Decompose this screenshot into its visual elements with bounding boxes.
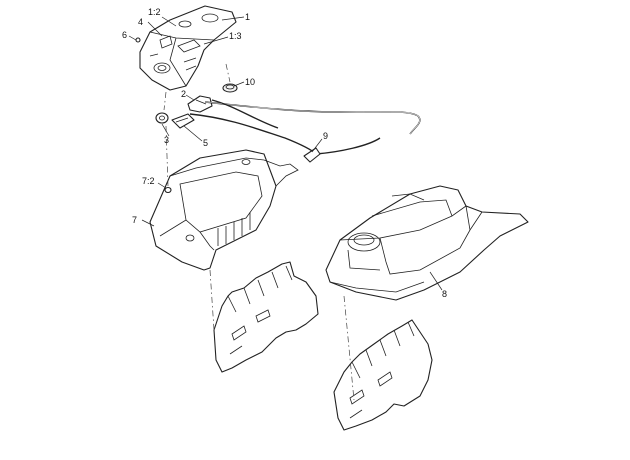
- insulation-panel-left: [213, 261, 319, 373]
- part-6-screw: [135, 37, 141, 43]
- part-1-control-console: [139, 5, 237, 91]
- callout-5: 5: [203, 138, 208, 148]
- part-9-cable-tie: [303, 147, 321, 163]
- callout-7-2: 7:2: [142, 176, 155, 186]
- callout-2: 2: [181, 89, 186, 99]
- callout-10: 10: [245, 77, 255, 87]
- insulation-panel-right: [333, 319, 433, 431]
- callout-9: 9: [323, 131, 328, 141]
- callout-7: 7: [132, 215, 137, 225]
- part-8-fender-cover: [325, 185, 529, 301]
- callout-labels: 1 1:2 1:3 2 3 4 5 6 7 7:2 8 9 10: [122, 7, 447, 299]
- part-7-lower-tray: [149, 149, 299, 271]
- callout-1: 1: [245, 12, 250, 22]
- part-10-grommet: [222, 83, 238, 93]
- callout-6: 6: [122, 30, 127, 40]
- callout-8: 8: [442, 289, 447, 299]
- part-7-2-fastener: [164, 186, 172, 194]
- part-3-switch: [155, 112, 169, 124]
- wire-harness: [189, 99, 421, 155]
- callout-3: 3: [164, 135, 169, 145]
- callout-1-3: 1:3: [229, 31, 242, 41]
- part-5-connector: [171, 113, 195, 129]
- leader-lines: [128, 16, 443, 291]
- assembly-lines: [163, 63, 355, 401]
- callout-4: 4: [138, 17, 143, 27]
- callout-1-2: 1:2: [148, 7, 161, 17]
